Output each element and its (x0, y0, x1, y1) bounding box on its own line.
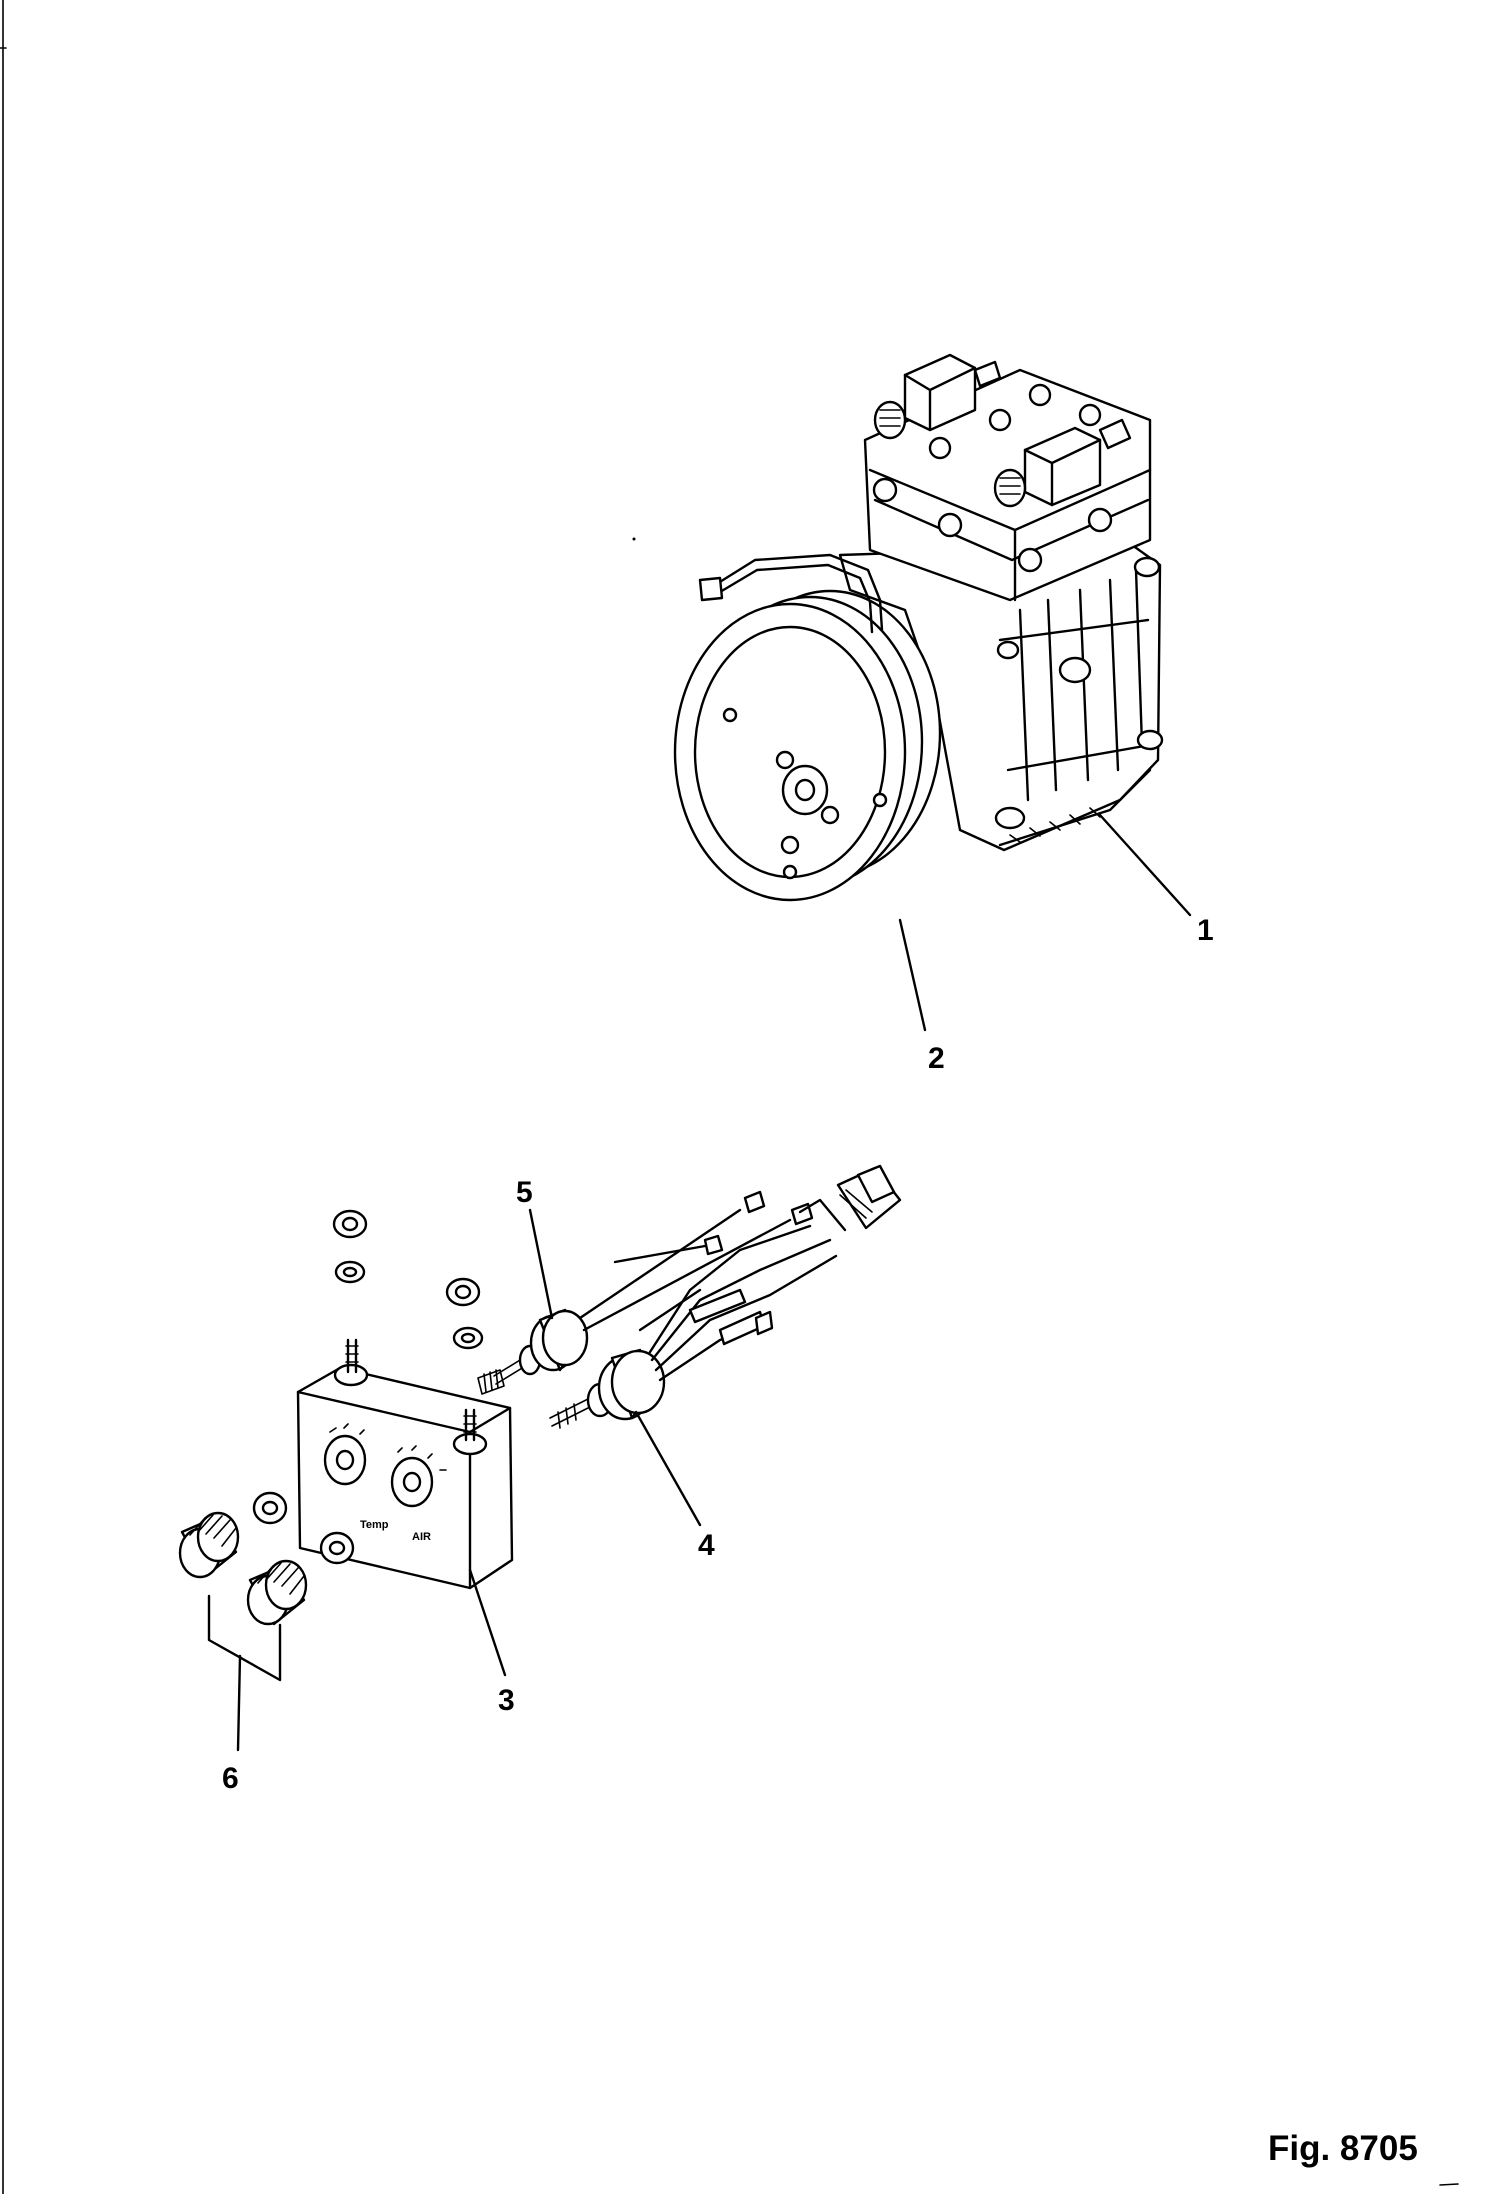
panel-temp-label: Temp (360, 1519, 389, 1531)
compressor-illustration (673, 353, 1164, 902)
leader-line-1 (1098, 813, 1192, 917)
control-panel-illustration: Temp AIR (252, 1209, 514, 1590)
speck (632, 537, 636, 541)
leader-line-3 (468, 1568, 507, 1677)
callout-3: 3 (498, 1684, 515, 1717)
leader-line-5 (528, 1208, 554, 1320)
leader-line-2 (898, 918, 927, 1032)
corner-mark (1439, 2183, 1459, 2186)
page-frame (0, 0, 7, 2194)
panel-air-label: AIR (412, 1531, 431, 1543)
leader-line-4 (634, 1410, 702, 1527)
callout-5: 5 (516, 1176, 533, 1209)
switch-5-illustration (477, 1190, 814, 1395)
callout-1: 1 (1197, 914, 1214, 947)
nuts-group-5 (445, 1277, 484, 1350)
callout-2: 2 (928, 1042, 945, 1075)
callout-4: 4 (698, 1529, 715, 1562)
knobs-illustration (178, 1511, 308, 1752)
switch-4-illustration (549, 1164, 902, 1429)
callout-6: 6 (222, 1762, 239, 1795)
figure-label: Fig. 8705 (1268, 2129, 1418, 2168)
